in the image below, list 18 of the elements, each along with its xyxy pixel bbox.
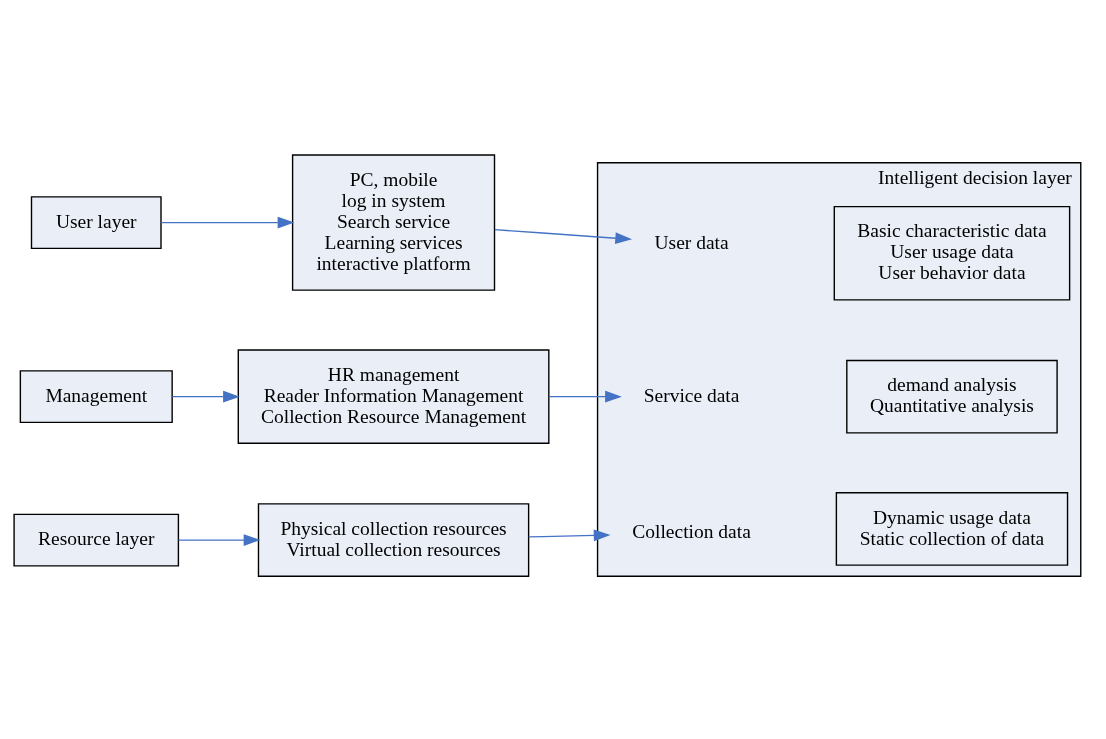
node-box: Dynamic usage data Static collection of data: [835, 492, 1069, 566]
arrow: [528, 529, 611, 542]
arrow: [160, 216, 295, 229]
node-box: PC, mobile log in system Search service Learning services interactive platform: [291, 154, 496, 291]
arrow: [494, 228, 633, 245]
node-text: User data: [654, 231, 729, 253]
node-box: Resource layer: [13, 513, 180, 567]
node-box: Management: [19, 370, 173, 424]
node-text: Service data: [643, 384, 740, 406]
arrow: [177, 534, 261, 546]
node-text: Collection data: [632, 521, 751, 543]
node-box: HR management Reader Information Management Collection Resource Management: [237, 349, 550, 444]
node-box: User layer: [30, 196, 162, 250]
arrow: [171, 390, 240, 403]
node-box: demand analysis Quantitative analysis: [846, 359, 1058, 434]
node-box: Basic characteristic data User usage data User behavior data: [833, 205, 1071, 301]
arrow: [548, 390, 622, 403]
node-box: Physical collection resources Virtual collection resources: [257, 503, 530, 577]
